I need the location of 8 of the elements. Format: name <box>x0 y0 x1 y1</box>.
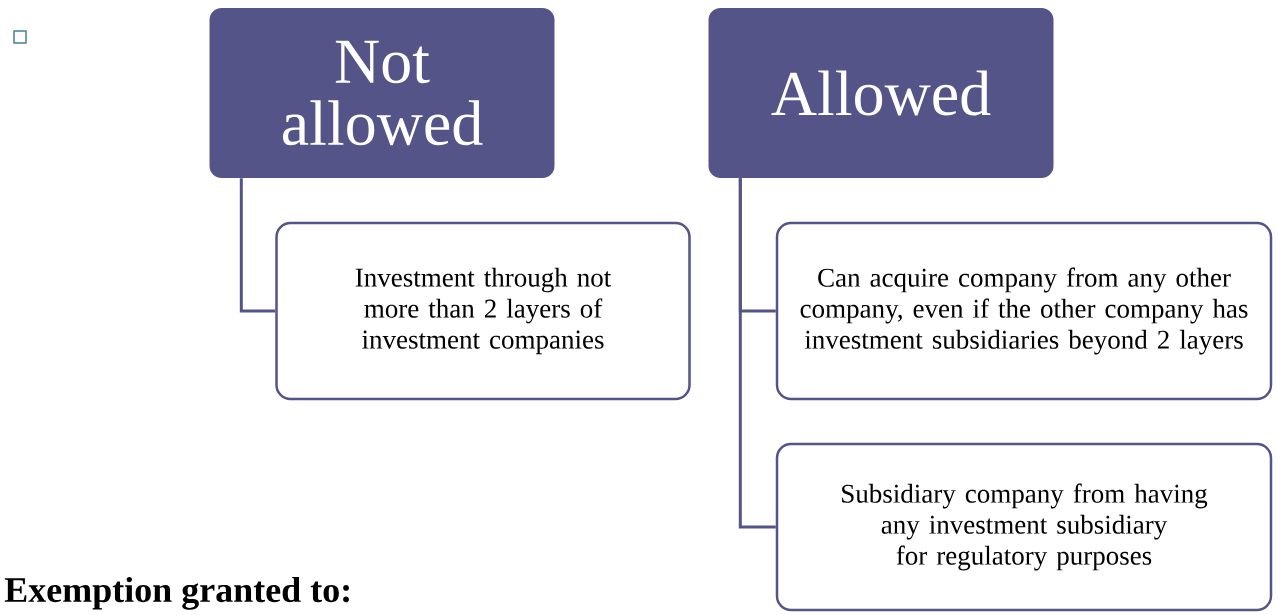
header-box: Allowed <box>708 8 1054 178</box>
header-box: Not allowed <box>209 8 555 178</box>
heading: Exemption granted to: <box>4 576 349 610</box>
connector <box>239 178 276 313</box>
connector <box>738 178 776 529</box>
text-box: Subsidiary company from having any investment subsidiary for regulatory purposes <box>775 442 1273 612</box>
text-box: Investment through not more than 2 layers of investment companies <box>275 221 691 401</box>
text-box: Can acquire company from any other company, even if the other company has investment subsidiaries beyond 2 layers <box>775 221 1273 401</box>
